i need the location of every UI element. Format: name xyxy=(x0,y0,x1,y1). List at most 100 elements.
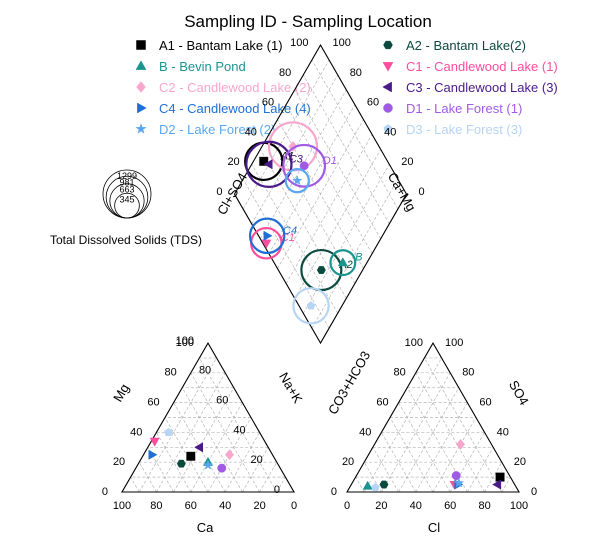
legend-entry-c1: C1 - Candlewood Lake (1) xyxy=(406,59,558,74)
marker-star xyxy=(135,123,147,134)
tds-ring xyxy=(292,287,330,325)
diamond-frame xyxy=(233,44,408,345)
marker-triangle-left xyxy=(263,159,273,170)
tick-label: 80 xyxy=(462,367,474,379)
tick-label: 60 xyxy=(376,397,388,409)
cation-grid-line xyxy=(190,372,260,493)
marker-diamond xyxy=(455,438,466,450)
axis-label-na-k: Na+K xyxy=(276,370,306,406)
marker-hexagon xyxy=(176,459,186,468)
anion-grid-line xyxy=(381,432,417,493)
cation-grid-line xyxy=(276,476,286,493)
marker-pentagon xyxy=(383,124,393,133)
marker-triangle-right xyxy=(137,102,147,114)
axis-labels: Mg Ca Na+K CO3+HCO3 Cl SO4 Cl+SO4 Ca+Mg xyxy=(110,170,532,535)
tick-label: 20 xyxy=(253,500,265,512)
marker-circle xyxy=(217,463,227,473)
tick-label: 80 xyxy=(394,367,406,379)
cation-grid-line xyxy=(224,432,260,493)
cation-grid-line xyxy=(147,447,174,493)
tds-legend: Total Dissolved Solids (TDS) 12999816633… xyxy=(50,169,202,247)
tick-label: 40 xyxy=(233,424,245,436)
tick-label: 20 xyxy=(514,456,526,468)
anion-grid-line xyxy=(432,417,477,493)
point-label: C4 xyxy=(283,225,297,237)
diamond-grid-line xyxy=(277,119,364,269)
legend-entry-d3: D3 - Lake Forest (3) xyxy=(406,122,522,137)
cation-grid-line xyxy=(156,432,192,493)
anion-grid-line xyxy=(415,372,485,493)
legend-entry-a2: A2 - Bantam Lake(2) xyxy=(406,38,526,53)
diamond-grid-line xyxy=(294,89,382,239)
marker-triangle-left xyxy=(382,81,392,93)
marker-star xyxy=(453,477,465,488)
tick-label: 100 xyxy=(405,337,423,349)
sample-c3: C3 xyxy=(194,140,502,490)
tick-label: 20 xyxy=(342,456,354,468)
marker-square xyxy=(136,40,146,50)
marker-diamond xyxy=(224,449,235,461)
point-label: B xyxy=(355,252,362,264)
anion-grid-line xyxy=(381,372,451,493)
marker-triangle-right xyxy=(148,449,158,460)
tick-label: 0 xyxy=(216,186,222,198)
anion-grid-line xyxy=(398,387,460,493)
tick-label: 20 xyxy=(113,456,125,468)
marker-triangle-down xyxy=(149,437,160,447)
point-label: D1 xyxy=(323,155,337,167)
tick-label: 60 xyxy=(262,97,274,109)
marker-pentagon xyxy=(371,483,380,492)
tds-value: 981 xyxy=(119,177,134,187)
tick-label: 100 xyxy=(510,500,528,512)
diamond-grid-line xyxy=(302,74,390,225)
marker-triangle-right xyxy=(263,230,273,241)
tds-value: 345 xyxy=(119,194,134,204)
axis-label-mg: Mg xyxy=(110,381,132,404)
sample-c1: C1 xyxy=(149,226,460,490)
tick-label: 100 xyxy=(176,335,194,347)
cation-grid-line xyxy=(181,387,243,493)
tick-label: 80 xyxy=(350,67,362,79)
tick-label: 40 xyxy=(245,126,257,138)
tick-label: 0 xyxy=(331,486,337,498)
anion-grid-line xyxy=(355,476,365,493)
cation-grid-line xyxy=(156,372,226,493)
marker-pentagon xyxy=(306,301,316,310)
tds-ring xyxy=(329,249,357,277)
cation-grid-line xyxy=(259,462,278,493)
marker-circle xyxy=(383,103,393,113)
tick-label: 60 xyxy=(185,500,197,512)
tick-label: 60 xyxy=(444,500,456,512)
anion-grid-line xyxy=(372,447,399,493)
cation-triangle-frame xyxy=(121,341,295,493)
anion-grid-line xyxy=(363,357,442,493)
chart-title: Sampling ID - Sampling Location xyxy=(184,12,432,31)
tick-label: 100 xyxy=(113,500,131,512)
diamond-grid-line xyxy=(285,104,373,254)
anion-grid-line xyxy=(484,462,503,493)
sample-d3 xyxy=(164,287,380,492)
marker-triangle-left xyxy=(194,442,204,453)
tick-label: 60 xyxy=(147,397,159,409)
tds-ring xyxy=(245,140,293,188)
tick-label: 80 xyxy=(279,67,291,79)
axis-label-cl: Cl xyxy=(428,520,440,535)
marker-triangle-down xyxy=(261,239,272,249)
tick-label: 80 xyxy=(150,500,162,512)
anion-triangle-frame xyxy=(346,341,520,493)
tick-label: 20 xyxy=(251,454,263,466)
tick-label: 20 xyxy=(375,500,387,512)
tick-label: 60 xyxy=(479,397,491,409)
legend-entry-c4: C4 - Candlewood Lake (4) xyxy=(159,101,311,116)
sample-points: A1A2BC1C3C4D1 xyxy=(148,121,505,492)
marker-circle xyxy=(451,471,461,481)
marker-pentagon xyxy=(164,427,173,437)
marker-square xyxy=(495,472,505,482)
diagram-frames xyxy=(121,44,520,493)
anion-grid-line xyxy=(389,417,434,493)
legend-entry-c2: C2 - Candlewood Lake (2) xyxy=(159,80,311,95)
marker-triangle-up xyxy=(135,60,147,70)
legend-entry-c3: C3 - Candlewood Lake (3) xyxy=(406,80,558,95)
